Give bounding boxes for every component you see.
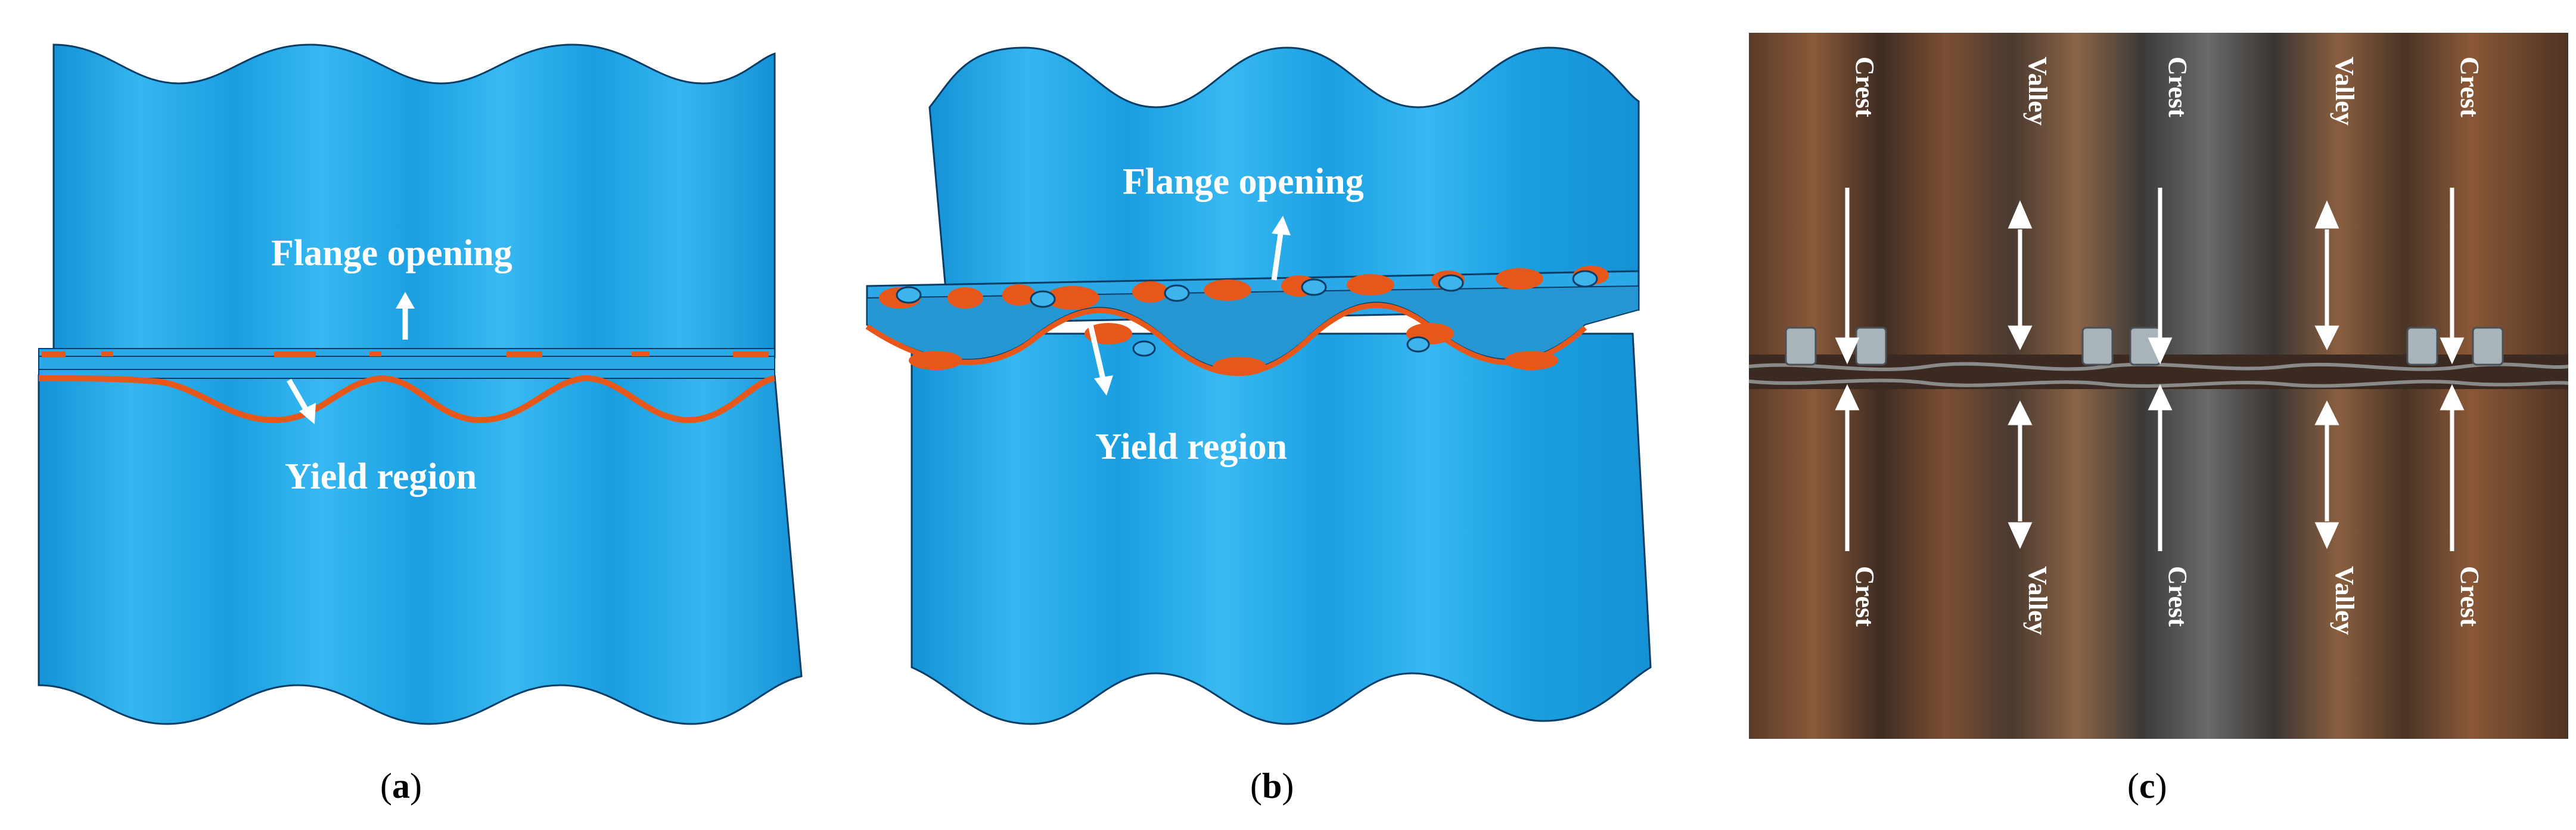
photo-label-bottom-2: Valley: [2023, 566, 2052, 635]
corrugated-plate-b-drawing: Flange opening Yield region: [865, 46, 1652, 725]
caption-a: (a): [380, 766, 422, 806]
photo-label-top-2: Valley: [2023, 57, 2052, 126]
photo-label-bottom-1: Crest: [1850, 566, 1879, 627]
panel-b-bolted-model: Flange opening Yield region: [846, 0, 1722, 757]
photo-label-bottom-3: Crest: [2163, 566, 2192, 627]
photo-label-top-1: Crest: [1850, 57, 1879, 117]
photo-label-bottom-4: Valley: [2330, 566, 2359, 635]
yield-curve-a: [38, 375, 776, 424]
photo-label-top-4: Valley: [2330, 57, 2359, 126]
flange-opening-label-a: Flange opening: [271, 233, 512, 273]
lower-plate: [38, 374, 803, 725]
flange-opening-label-b: Flange opening: [1123, 161, 1364, 202]
caption-b: (b): [1250, 766, 1294, 806]
photo-label-top-3: Crest: [2163, 57, 2192, 117]
yield-region-label-b: Yield region: [1095, 427, 1287, 467]
corrugated-plate-a-drawing: Flange opening Yield region: [38, 43, 803, 725]
photo-label-top-5: Crest: [2455, 57, 2484, 117]
panel-a-flange-model: Flange opening Yield region: [0, 0, 846, 757]
upper-plate: [52, 43, 776, 359]
upper-plate: [928, 46, 1640, 311]
test-specimen-photo: Crest Valley Crest Valley Crest Crest Va…: [1749, 33, 2568, 739]
yield-marks-a: [42, 352, 769, 358]
photo-label-bottom-5: Crest: [2455, 566, 2484, 627]
panel-c-photo: Crest Valley Crest Valley Crest Crest Va…: [1749, 33, 2568, 739]
bolt-heads-b: [896, 270, 1598, 357]
lower-plate: [911, 332, 1652, 725]
yield-region-label-a: Yield region: [285, 456, 477, 497]
photo-bolts: [1785, 327, 2504, 366]
flange-joint: [38, 348, 775, 379]
caption-c: (c): [2127, 766, 2167, 806]
